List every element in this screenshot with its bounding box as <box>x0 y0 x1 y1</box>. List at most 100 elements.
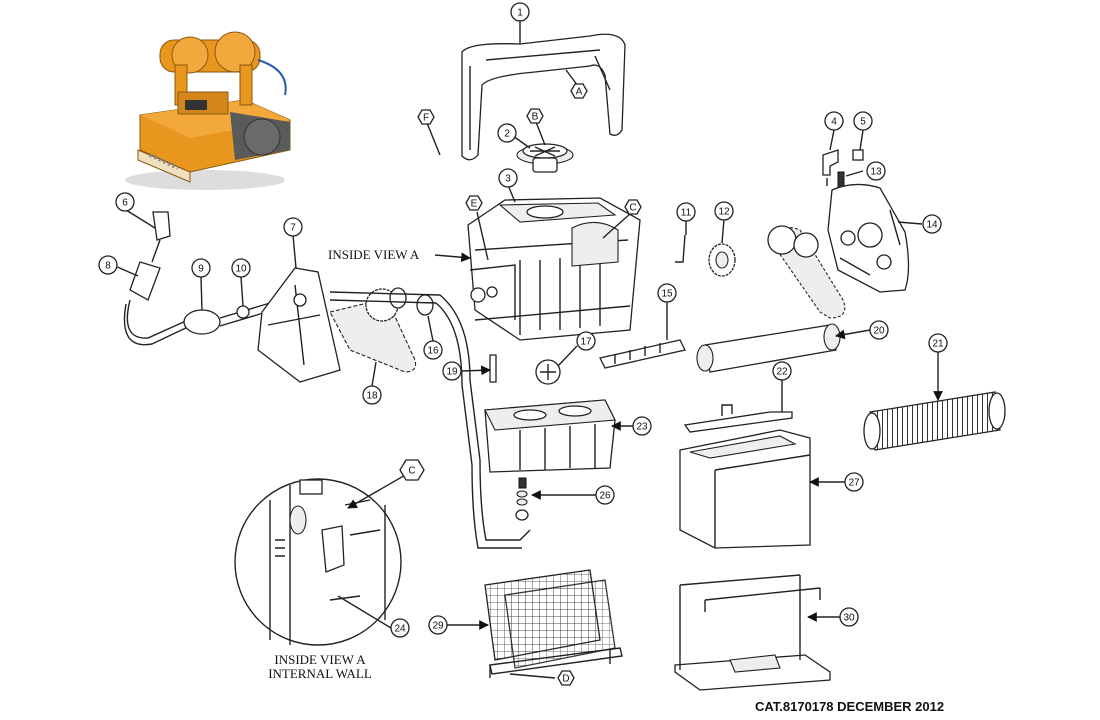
callout-C-body: C <box>624 199 642 215</box>
part-right-track <box>767 225 846 319</box>
callout-24: 24 <box>390 618 410 638</box>
callout-4: 4 <box>824 111 844 131</box>
part-filter-frame <box>683 404 793 433</box>
callout-label: 24 <box>394 624 406 635</box>
callout-label: 30 <box>843 613 855 624</box>
callout-6: 6 <box>115 192 135 212</box>
callout-F: F <box>417 109 435 125</box>
callout-label: F <box>423 113 429 124</box>
callout-label: 8 <box>105 261 111 272</box>
callout-1: 1 <box>510 2 530 22</box>
inside-view-pointer-label: INSIDE VIEW A <box>328 247 420 262</box>
part-left-side-plate <box>257 267 341 383</box>
callout-17: 17 <box>576 331 596 351</box>
callout-label: 6 <box>122 198 128 209</box>
callout-label: 12 <box>718 207 730 218</box>
callout-label: 5 <box>860 117 866 128</box>
callout-30: 30 <box>839 607 859 627</box>
callout-label: 29 <box>432 621 444 632</box>
callout-22: 22 <box>772 361 792 381</box>
callout-label: C <box>408 466 415 477</box>
callout-label: 15 <box>661 289 673 300</box>
callout-26: 26 <box>595 485 615 505</box>
callout-B: B <box>526 108 544 124</box>
callout-label: 2 <box>504 129 510 140</box>
callout-19: 19 <box>442 361 462 381</box>
callout-29: 29 <box>428 615 448 635</box>
inside-view-title-line1: INSIDE VIEW A <box>274 652 366 667</box>
part-cable-assembly <box>123 211 281 346</box>
part-filter-bag <box>679 429 811 549</box>
callout-D: D <box>557 670 575 686</box>
callout-label: 1 <box>517 8 523 19</box>
part-side-plate <box>827 183 910 293</box>
callout-13: 13 <box>866 161 886 181</box>
callout-label: 26 <box>599 491 611 502</box>
callout-label: E <box>471 199 478 210</box>
callout-label: 20 <box>873 326 885 337</box>
callout-E: E <box>465 195 483 211</box>
callout-23: 23 <box>632 416 652 436</box>
inside-view-title-line2: INTERNAL WALL <box>268 666 372 681</box>
part-seals <box>515 477 529 521</box>
callout-label: 14 <box>926 220 938 231</box>
callout-12: 12 <box>714 201 734 221</box>
part-brush <box>863 391 1006 451</box>
part-flap <box>599 339 686 369</box>
leader-lines <box>114 20 943 679</box>
part-drive-gear <box>708 243 736 277</box>
callout-8: 8 <box>98 255 118 275</box>
part-handle <box>461 33 626 161</box>
callout-2: 2 <box>497 123 517 143</box>
callout-label: 11 <box>681 208 692 219</box>
part-pin <box>675 234 686 263</box>
callout-5: 5 <box>853 111 873 131</box>
letter-callouts: A B C C D E F <box>399 83 642 686</box>
callout-label: 16 <box>427 346 439 357</box>
part-roller-axle <box>696 323 841 373</box>
part-clip <box>535 359 561 385</box>
part-left-track <box>329 288 417 373</box>
part-filter-tray <box>674 574 831 691</box>
callout-11: 11 <box>676 202 696 222</box>
callout-14: 14 <box>922 214 942 234</box>
callout-label: 27 <box>848 478 860 489</box>
callout-15: 15 <box>657 283 677 303</box>
callout-label: 13 <box>870 167 882 178</box>
callout-C-detail: C <box>399 459 425 481</box>
callout-label: 17 <box>580 337 592 348</box>
callout-label: B <box>532 112 539 123</box>
callout-label: 23 <box>636 422 648 433</box>
part-motor-unit <box>484 399 616 473</box>
callout-21: 21 <box>928 333 948 353</box>
callout-label: 22 <box>776 367 788 378</box>
callout-label: 9 <box>198 264 204 275</box>
callout-label: D <box>562 674 569 685</box>
part-bracket <box>489 354 497 383</box>
part-filter-basket <box>484 569 623 678</box>
part-cable-route <box>329 291 531 549</box>
callout-7: 7 <box>283 217 303 237</box>
robot-photo <box>125 31 291 190</box>
callout-label: C <box>629 203 636 214</box>
callout-label: 19 <box>446 367 458 378</box>
callout-label: 21 <box>932 339 944 350</box>
callout-label: A <box>576 87 583 98</box>
callout-label: 4 <box>831 117 837 128</box>
part-callouts: 1 2 3 4 5 6 7 8 9 10 11 12 13 14 15 16 1… <box>98 2 948 638</box>
callout-A: A <box>570 83 588 99</box>
callout-10: 10 <box>231 258 251 278</box>
callout-27: 27 <box>844 472 864 492</box>
callout-label: 7 <box>290 223 296 234</box>
callout-16: 16 <box>423 340 443 360</box>
callout-label: 18 <box>366 391 378 402</box>
callout-3: 3 <box>498 168 518 188</box>
catalog-footer: CAT.8170178 DECEMBER 2012 <box>755 699 944 714</box>
part-main-body <box>467 197 641 341</box>
callout-20: 20 <box>869 320 889 340</box>
callout-18: 18 <box>362 385 382 405</box>
callout-label: 10 <box>235 264 247 275</box>
inside-view-detail <box>234 478 402 646</box>
callout-9: 9 <box>191 258 211 278</box>
part-bushings <box>389 287 434 316</box>
